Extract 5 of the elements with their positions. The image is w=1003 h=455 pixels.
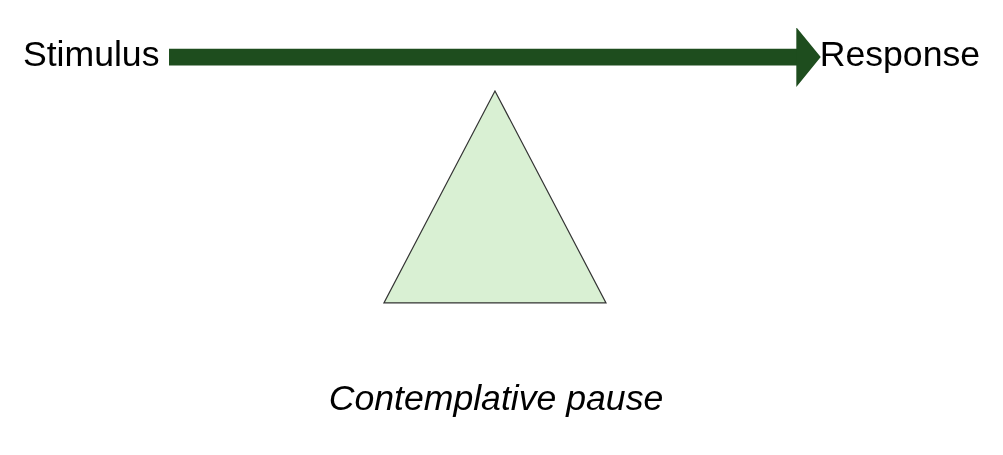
node-label: Contemplative pause (328, 378, 664, 419)
node-text: Stimulus (22, 34, 160, 74)
node-text: Response (819, 34, 981, 74)
node-triangle (382, 89, 607, 304)
arrow (169, 28, 821, 87)
